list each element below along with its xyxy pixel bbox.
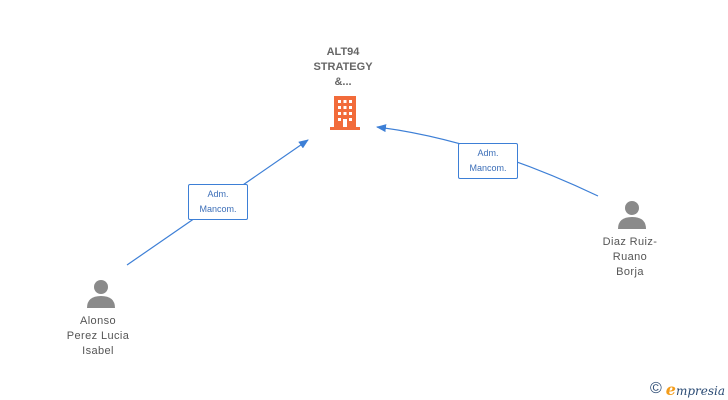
person-name-line: Isabel <box>82 345 114 357</box>
role-badge-diaz[interactable]: Adm. Mancom. <box>458 143 518 179</box>
brand-initial: e <box>665 379 676 399</box>
person-name-line: Ruano <box>612 251 648 263</box>
role-line: Adm. <box>477 148 499 158</box>
person-name-alonso[interactable]: Alonso Perez Lucia Isabel <box>48 314 148 359</box>
company-name-line: &... <box>334 76 352 88</box>
person-name-line: Diaz Ruiz- <box>602 236 658 248</box>
company-name-line: STRATEGY <box>313 61 373 73</box>
person-name-line: Perez Lucia <box>66 330 130 342</box>
person-icon[interactable] <box>85 279 117 309</box>
role-line: Mancom. <box>199 204 237 214</box>
company-name-line: ALT94 <box>326 46 360 58</box>
building-icon[interactable] <box>329 95 361 131</box>
brand-wordmark: empresia <box>666 380 725 399</box>
person-name-diaz[interactable]: Diaz Ruiz- Ruano Borja <box>580 235 680 280</box>
company-name[interactable]: ALT94 STRATEGY &... <box>293 45 393 90</box>
role-line: Mancom. <box>469 163 507 173</box>
brand-logo: © empresia <box>650 380 725 399</box>
role-line: Adm. <box>207 189 229 199</box>
person-icon[interactable] <box>616 200 648 230</box>
person-name-line: Alonso <box>79 315 117 327</box>
role-badge-alonso[interactable]: Adm. Mancom. <box>188 184 248 220</box>
brand-rest: mpresia <box>675 383 726 398</box>
copyright-icon: © <box>650 380 662 397</box>
person-name-line: Borja <box>616 266 644 278</box>
